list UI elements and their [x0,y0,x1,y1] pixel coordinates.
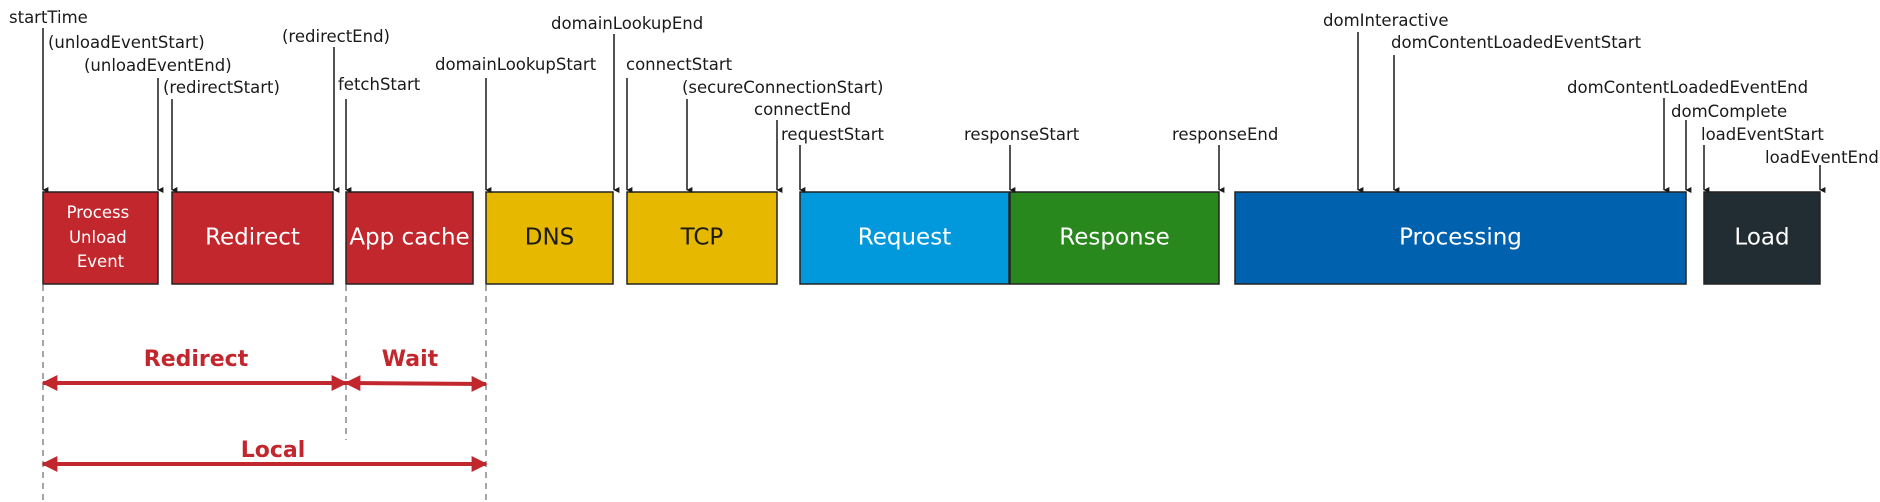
block-redirect [171,191,334,285]
label-load-event-start: loadEventStart [1701,125,1824,144]
span-arrows [41,375,488,472]
label-redirect-start: (redirectStart) [163,78,280,97]
block-load-label: Load [1734,225,1789,251]
label-unload-event-end: (unloadEventEnd) [84,56,232,75]
label-connect-start: connectStart [626,55,733,74]
span-local-label: Local [241,438,306,463]
span-redirect-label: Redirect [144,347,249,372]
block-tcp [626,191,778,285]
block-redirect-label: Redirect [205,225,300,251]
label-secure-connection-start: (secureConnectionStart) [682,78,883,97]
label-redirect-end: (redirectEnd) [282,27,390,46]
label-dom-complete: domComplete [1671,102,1787,121]
phase-blocks [42,191,1821,285]
label-connect-end: connectEnd [754,100,851,119]
label-domain-lookup-end: domainLookupEnd [551,14,703,33]
block-request [799,191,1010,285]
process-unload-line-1: Process [67,203,130,222]
process-unload-line-3: Event [77,252,125,271]
label-request-start: requestStart [781,125,885,144]
span-wait-label: Wait [382,347,439,372]
label-start-time: startTime [9,8,88,27]
label-fetch-start: fetchStart [338,75,421,94]
block-dns [485,191,614,285]
block-app-cache [345,191,474,285]
block-request-label: Request [858,225,951,251]
label-response-end: responseEnd [1172,125,1278,144]
block-response-label: Response [1059,225,1169,251]
block-process-unload [42,191,159,285]
block-processing [1234,191,1687,285]
span-wait-arrow [344,375,488,392]
label-load-event-end: loadEventEnd [1765,148,1879,167]
block-response [1009,191,1220,285]
label-dom-content-loaded-event-start: domContentLoadedEventStart [1391,33,1642,52]
process-unload-line-2: Unload [69,228,127,247]
block-tcp-label: TCP [680,225,724,251]
block-app-cache-label: App cache [349,225,469,251]
label-response-start: responseStart [964,125,1080,144]
marker-labels: startTime (unloadEventStart) (unloadEven… [9,8,1879,167]
block-processing-label: Processing [1399,225,1522,251]
guide-lines [42,285,487,502]
block-dns-label: DNS [525,225,575,251]
block-process-unload-label: Process Unload Event [67,203,135,271]
label-unload-event-start: (unloadEventStart) [48,33,205,52]
block-load [1703,191,1821,285]
marker-arrows [42,28,1826,193]
label-dom-content-loaded-event-end: domContentLoadedEventEnd [1567,78,1808,97]
label-domain-lookup-start: domainLookupStart [435,55,597,74]
label-dom-interactive: domInteractive [1323,11,1449,30]
